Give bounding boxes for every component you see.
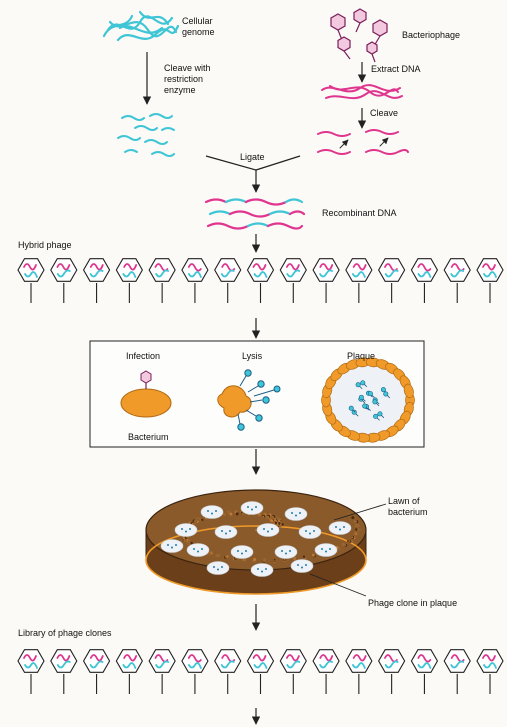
hybrid-phage-8 bbox=[246, 258, 275, 303]
hybrid-phage-3 bbox=[82, 258, 111, 303]
hybrid-phage-11 bbox=[345, 258, 373, 303]
label-recombinant-dna: Recombinant DNA bbox=[322, 208, 397, 218]
dish-plaques bbox=[160, 501, 352, 577]
plaque-illustration bbox=[321, 357, 415, 443]
dish-plaque-2 bbox=[240, 501, 264, 515]
infection-illustration bbox=[120, 370, 172, 418]
cellular-genome-tangle bbox=[102, 10, 180, 42]
library-phage-14 bbox=[443, 649, 471, 694]
hybrid-phage-10 bbox=[312, 258, 340, 303]
library-phage-row bbox=[17, 649, 504, 694]
library-phage-15 bbox=[476, 649, 504, 694]
library-phage-7 bbox=[214, 649, 242, 694]
label-library-of-phage-clones: Library of phage clones bbox=[18, 628, 112, 638]
recombinant-dna bbox=[204, 198, 306, 230]
hybrid-phage-7 bbox=[214, 258, 242, 303]
lawn-pointer bbox=[333, 503, 387, 521]
cleaved-phage-dna bbox=[317, 129, 409, 155]
library-phage-3 bbox=[82, 649, 111, 694]
label-cleave: Cleave bbox=[370, 108, 399, 118]
dish-plaque-3 bbox=[284, 507, 308, 521]
library-phage-8 bbox=[246, 649, 275, 694]
label-lysis: Lysis bbox=[242, 351, 263, 361]
library-phage-9 bbox=[279, 649, 307, 694]
hybrid-phage-5 bbox=[148, 258, 176, 303]
library-phage-12 bbox=[378, 649, 406, 694]
label-lawn-of-bacterium: Lawn of bacterium bbox=[388, 496, 428, 517]
label-hybrid-phage: Hybrid phage bbox=[18, 240, 72, 250]
label-ligate: Ligate bbox=[240, 152, 265, 162]
label-extract-dna: Extract DNA bbox=[371, 64, 421, 74]
library-phage-11 bbox=[345, 649, 373, 694]
hybrid-phage-14 bbox=[443, 258, 471, 303]
dish-plaque-13 bbox=[206, 561, 230, 575]
library-phage-4 bbox=[115, 649, 143, 694]
label-plaque: Plaque bbox=[347, 351, 376, 361]
library-phage-5 bbox=[148, 649, 176, 694]
hybrid-phage-12 bbox=[378, 258, 406, 303]
dish-plaque-14 bbox=[250, 563, 274, 577]
label-infection: Infection bbox=[126, 351, 161, 361]
dish-plaque-7 bbox=[298, 525, 322, 539]
label-bacterium: Bacterium bbox=[128, 432, 169, 442]
genome-fragments bbox=[117, 113, 175, 157]
hybrid-phage-13 bbox=[410, 258, 439, 303]
dish-plaque-11 bbox=[274, 545, 298, 559]
dish-plaque-1 bbox=[200, 505, 224, 519]
lysis-illustration bbox=[217, 369, 281, 431]
library-phage-2 bbox=[50, 649, 78, 694]
hybrid-phage-1 bbox=[17, 258, 45, 303]
label-phage-clone-in-plaque: Phage clone in plaque bbox=[368, 598, 458, 608]
library-phage-13 bbox=[410, 649, 439, 694]
hybrid-phage-15 bbox=[476, 258, 504, 303]
dish-plaque-9 bbox=[186, 543, 210, 557]
clone-pointer bbox=[309, 573, 367, 597]
dish-plaque-12 bbox=[314, 543, 338, 557]
library-phage-10 bbox=[312, 649, 340, 694]
hybrid-phage-4 bbox=[115, 258, 143, 303]
label-cellular-genome: Cellular genome bbox=[182, 16, 215, 37]
ligate-converge bbox=[205, 155, 301, 193]
dish-plaque-10 bbox=[230, 545, 254, 559]
dish-plaque-8 bbox=[328, 521, 352, 535]
library-phage-6 bbox=[181, 649, 209, 694]
label-bacteriophage: Bacteriophage bbox=[402, 30, 461, 40]
bacteriophage-cluster bbox=[330, 8, 388, 63]
dish-plaque-15 bbox=[290, 559, 314, 573]
dish-plaque-6 bbox=[256, 523, 280, 537]
library-phage-1 bbox=[17, 649, 45, 694]
hybrid-phage-9 bbox=[279, 258, 307, 303]
dish-plaque-5 bbox=[214, 525, 238, 539]
dish-plaque-4 bbox=[174, 523, 198, 537]
label-cleave-restriction: Cleave with restriction enzyme bbox=[164, 63, 211, 95]
phage-dna-tangle bbox=[321, 84, 403, 100]
hybrid-phage-2 bbox=[50, 258, 78, 303]
hybrid-phage-6 bbox=[181, 258, 209, 303]
dish-plaque-16 bbox=[160, 539, 184, 553]
hybrid-phage-row bbox=[17, 258, 504, 303]
